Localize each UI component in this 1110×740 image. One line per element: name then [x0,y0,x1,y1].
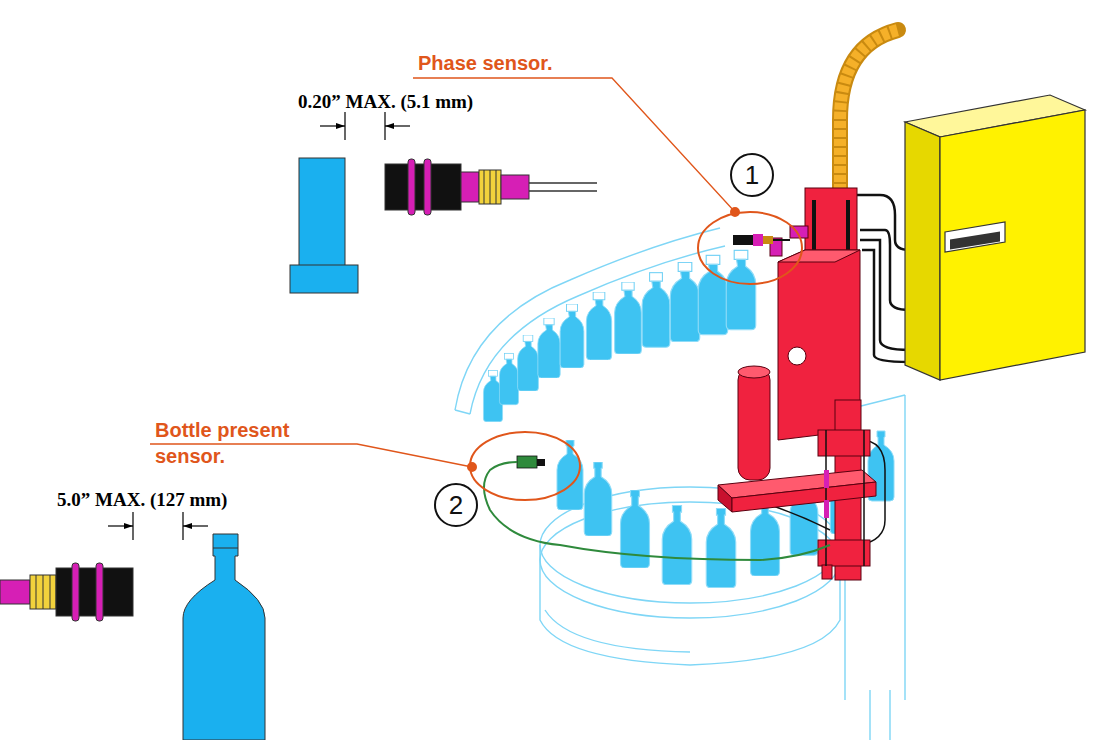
conveyor [455,228,905,740]
callout-label: Bottle present sensor. [155,417,333,469]
callout-label: Phase sensor. [418,50,553,76]
callout-circle: 2 [434,483,478,527]
hanging-bottles [483,250,755,421]
red-machine [718,188,876,580]
phase-detail [290,112,597,293]
callouts [150,78,802,500]
dimension-label: 5.0” MAX. (127 mm) [57,487,227,513]
dimension-label: 0.20” MAX. (5.1 mm) [298,89,473,115]
callout-number: 1 [745,160,759,191]
callout-circle: 1 [730,153,774,197]
control-box [905,95,1085,380]
callout-number: 2 [449,490,463,521]
hose [840,30,898,200]
mounted-sensors [484,234,830,560]
bottle-detail [0,512,265,740]
